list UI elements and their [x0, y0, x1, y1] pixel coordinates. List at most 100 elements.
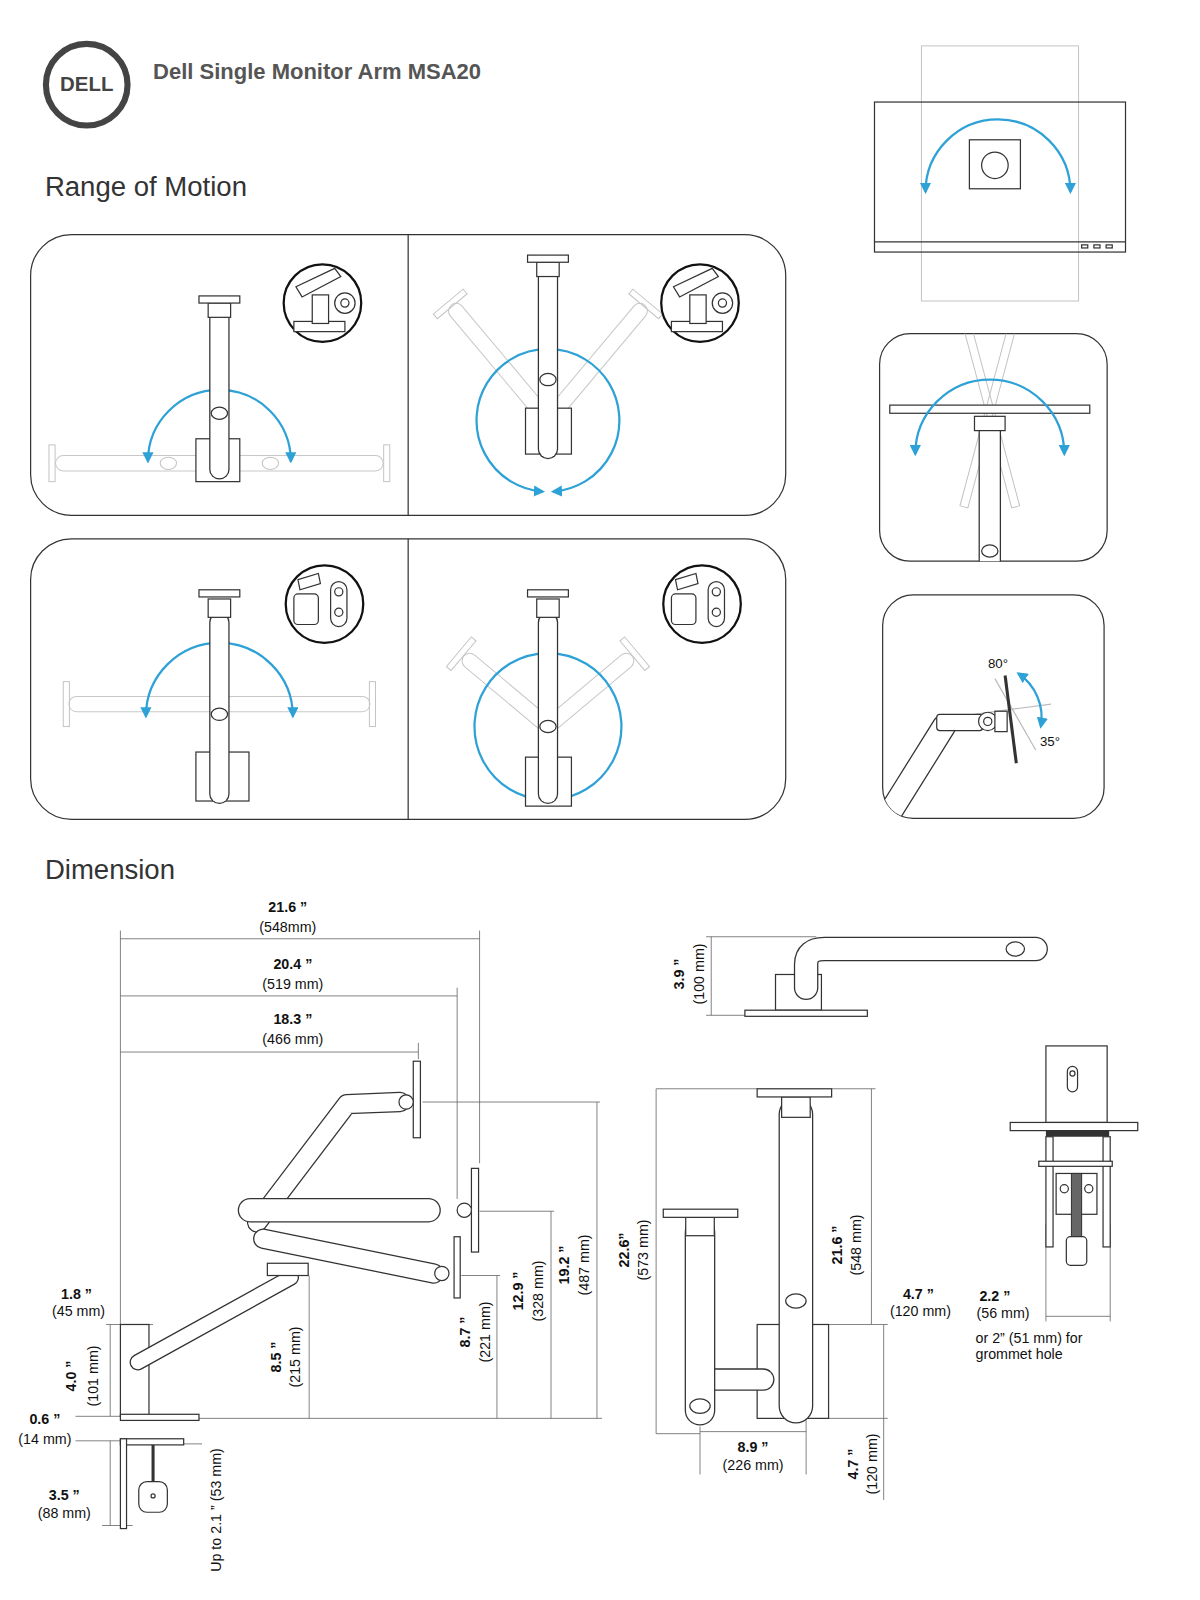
arm-swing-figure — [296, 268, 341, 297]
arm-rotation-figure — [671, 594, 695, 625]
arm-rotation-figure — [446, 637, 476, 671]
front-view-drawing — [714, 1370, 763, 1390]
dimension-metric: (548 mm) — [848, 1213, 864, 1276]
top-view-drawing — [1006, 942, 1024, 956]
clamp-drawing — [1046, 1046, 1107, 1123]
arm-swing-figure — [199, 296, 240, 303]
top-view-drawing — [706, 1015, 750, 1016]
side-view-drawing — [120, 938, 479, 939]
monitor-tilt-figure — [984, 717, 992, 725]
side-view-drawing — [110, 1441, 111, 1526]
front-view-drawing — [832, 1088, 876, 1089]
side-view-drawing — [102, 1525, 133, 1526]
side-view-drawing — [418, 1043, 419, 1059]
arm-swing-figure — [208, 599, 230, 617]
side-view-drawing — [250, 1199, 429, 1221]
monitor-swivel-figure — [979, 429, 1001, 562]
dimension-value: 20.4 ” — [272, 956, 313, 972]
dimension-value: 21.6 ” — [829, 1224, 845, 1265]
side-view-drawing — [461, 1275, 500, 1276]
side-view-drawing — [457, 988, 458, 1199]
arm-swing-figure — [286, 565, 364, 643]
clamp-drawing — [1085, 1185, 1093, 1193]
front-view-drawing — [686, 1233, 714, 1411]
dimension-value: 19.2 ” — [556, 1245, 572, 1286]
monitor-tilt-figure — [888, 673, 1051, 816]
monitor-tilt-figure — [979, 712, 997, 730]
monitor-pivot-figure — [874, 46, 1125, 301]
arm-rotation-figure — [712, 608, 720, 616]
dimension-metric: (120 mm) — [864, 1433, 880, 1496]
side-view-drawing — [76, 931, 603, 1529]
dimension-value: 8.5 ” — [267, 1341, 283, 1374]
clamp-drawing — [1060, 1185, 1068, 1193]
side-view-drawing — [435, 1266, 449, 1280]
dimension-metric: (100 mm) — [691, 943, 707, 1006]
clamp-drawing — [1071, 1173, 1081, 1239]
front-view-drawing — [829, 1418, 888, 1419]
dimension-metric: (519 mm) — [261, 975, 324, 991]
side-view-drawing — [596, 1102, 597, 1418]
side-view-drawing — [110, 1324, 111, 1416]
arm-rotation-figure — [446, 565, 740, 806]
clamp-drawing — [1010, 1046, 1138, 1322]
dimension-metric: (101 mm) — [85, 1344, 101, 1407]
side-view-drawing — [120, 995, 457, 996]
front-view-drawing — [782, 1097, 811, 1117]
side-view-drawing — [120, 931, 121, 1325]
side-view-drawing — [267, 1263, 308, 1275]
dimension-metric: (226 mm) — [722, 1457, 785, 1473]
dimension-metric: (573 mm) — [635, 1218, 651, 1281]
arm-swing-figure — [208, 303, 230, 317]
clamp-drawing — [1067, 1066, 1077, 1092]
monitor-pivot-figure — [874, 102, 1125, 252]
monitor-tilt-figure — [888, 727, 944, 817]
front-view-drawing — [700, 1427, 701, 1475]
arm-rotation-figure — [661, 264, 739, 342]
side-view-drawing — [496, 1276, 497, 1419]
clamp-drawing — [1046, 1131, 1109, 1137]
arm-swing-figure — [284, 264, 362, 342]
arm-swing-figure — [209, 316, 229, 469]
arm-swing-figure — [312, 295, 328, 324]
front-view-drawing — [656, 1089, 657, 1434]
dimension-value: Up to 2.1 ” (53 mm) — [208, 1447, 224, 1573]
dimension-metric: (56 mm) — [975, 1305, 1030, 1321]
arm-swing-figure — [211, 708, 227, 720]
arm-swing-figure — [369, 682, 375, 727]
dimension-metric: (466 mm) — [261, 1031, 324, 1047]
arm-rotation-figure — [539, 267, 557, 449]
side-view-drawing — [184, 1443, 202, 1444]
side-view-drawing — [120, 1052, 418, 1053]
side-view-drawing — [551, 1211, 552, 1418]
note: or 2” (51 mm) for grommet hole — [974, 1330, 1114, 1363]
dimension-metric: (120 mm) — [889, 1303, 952, 1319]
side-view-drawing — [139, 1482, 168, 1513]
dimension-value: 4.7 ” — [845, 1448, 861, 1481]
monitor-pivot-figure — [969, 140, 1020, 189]
front-view-drawing — [714, 1368, 763, 1390]
side-view-drawing — [250, 1198, 429, 1222]
monitor-tilt-figure — [1005, 676, 1016, 764]
front-view-drawing — [663, 1209, 737, 1217]
arm-rotation-figure — [673, 268, 718, 297]
dimension-metric: (221 mm) — [476, 1300, 492, 1363]
arm-swing-figure — [63, 565, 375, 801]
arm-swing-figure — [341, 299, 349, 307]
dimension-metric: (328 mm) — [530, 1259, 546, 1322]
front-view-drawing — [829, 1324, 888, 1325]
dimension-value: 4.0 ” — [63, 1359, 79, 1392]
monitor-tilt-figure — [937, 714, 983, 730]
arm-swing-figure — [199, 590, 240, 597]
arm-swing-figure — [211, 407, 227, 419]
top-view-drawing — [706, 937, 1036, 1017]
monitor-swivel-figure — [974, 416, 1005, 430]
monitor-pivot-figure — [874, 241, 1125, 242]
arm-rotation-figure — [712, 588, 720, 596]
dimension-value: 18.3 ” — [272, 1011, 313, 1027]
arm-rotation-figure — [528, 255, 569, 262]
side-view-drawing — [422, 1102, 600, 1103]
top-view-drawing — [806, 949, 1036, 988]
dimension-value: 0.6 ” — [28, 1411, 61, 1427]
